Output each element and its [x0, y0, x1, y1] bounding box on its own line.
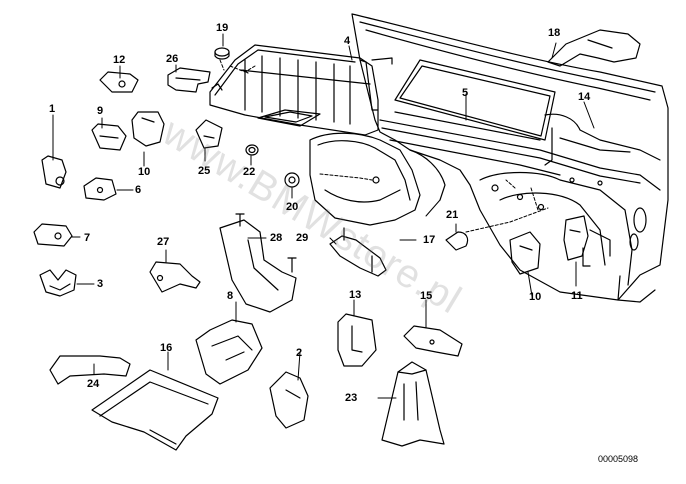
callout-7: 7	[84, 232, 91, 244]
leader-lines	[52, 33, 595, 399]
callout-28: 28	[270, 232, 283, 244]
callout-10-left: 10	[138, 166, 151, 178]
callout-27: 27	[157, 236, 170, 248]
callout-17: 17	[423, 234, 436, 246]
callout-19: 19	[216, 22, 229, 34]
callout-12: 12	[113, 54, 126, 66]
callout-29: 29	[296, 232, 309, 244]
callout-2: 2	[296, 347, 303, 359]
callout-3: 3	[97, 278, 104, 290]
callout-11: 11	[571, 290, 583, 302]
bulkhead-assembly	[351, 13, 669, 303]
callout-10-right: 10	[529, 291, 542, 303]
callout-16: 16	[160, 342, 173, 354]
callout-1: 1	[49, 103, 56, 115]
wheel-arch-assembly	[309, 132, 446, 226]
small-parts	[33, 29, 641, 451]
callout-18: 18	[548, 27, 561, 39]
callout-13: 13	[349, 289, 362, 301]
callout-24: 24	[87, 378, 100, 390]
callout-8: 8	[227, 290, 234, 302]
callout-23: 23	[345, 392, 358, 404]
callout-21: 21	[446, 209, 459, 221]
callout-4: 4	[344, 35, 351, 47]
callout-26: 26	[166, 53, 179, 65]
callout-5: 5	[462, 87, 469, 99]
callout-20: 20	[286, 201, 299, 213]
callout-15: 15	[420, 290, 433, 302]
callout-22: 22	[243, 166, 256, 178]
callout-14: 14	[578, 91, 591, 103]
callout-6: 6	[135, 184, 142, 196]
callout-25: 25	[198, 165, 211, 177]
part-code: 00005098	[598, 454, 639, 464]
callout-9: 9	[97, 105, 104, 117]
cowl-panel	[209, 44, 379, 136]
